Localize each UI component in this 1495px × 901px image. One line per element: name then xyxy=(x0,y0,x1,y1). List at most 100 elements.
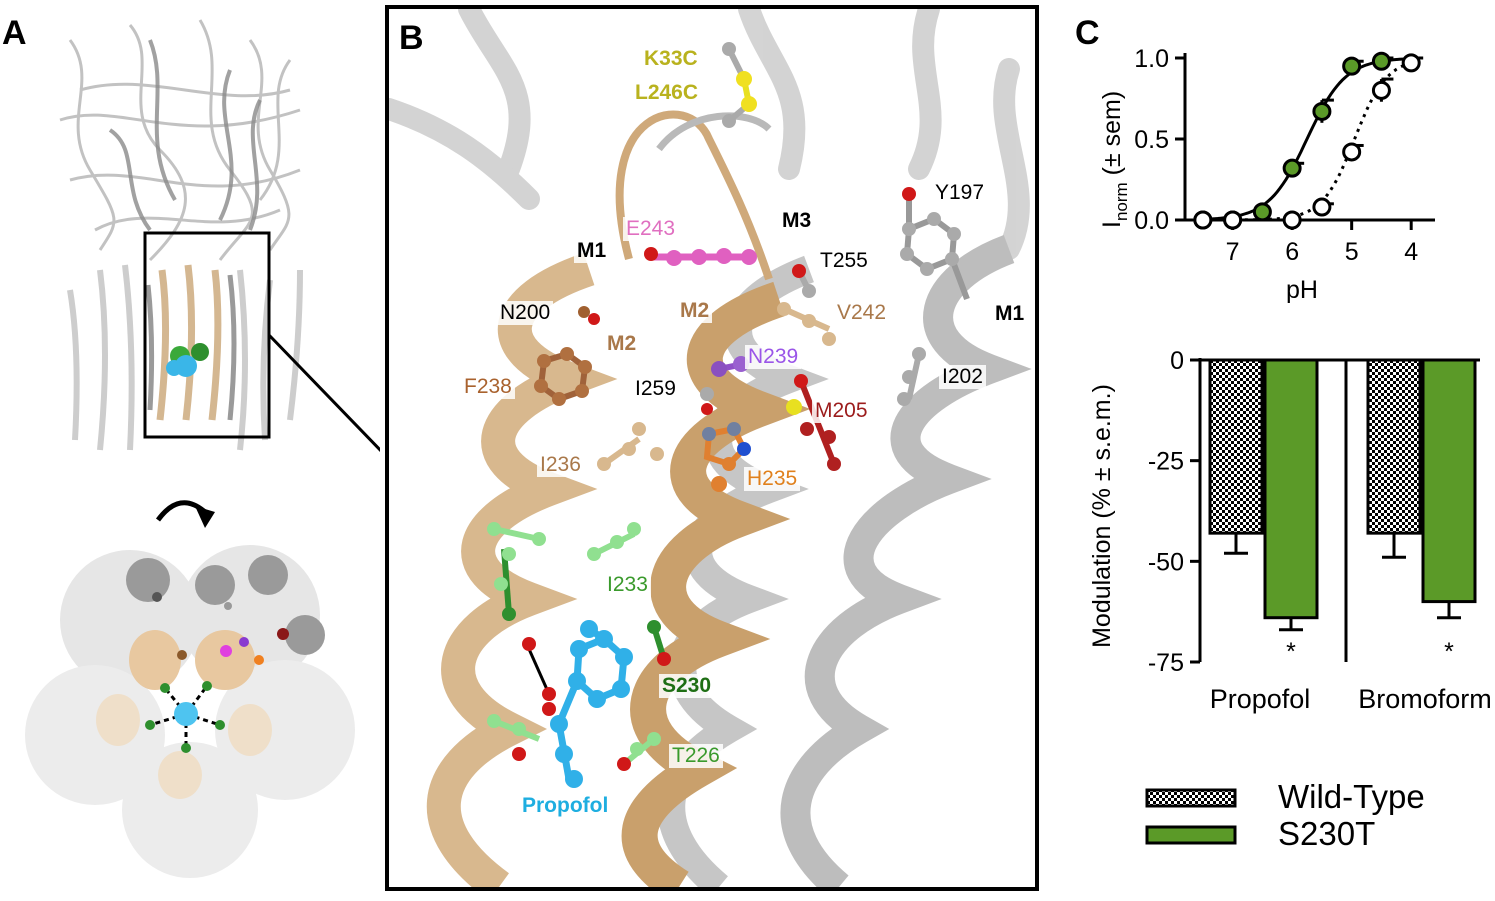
panel-a: A xyxy=(0,0,387,896)
top-chart-x-tick-label: 5 xyxy=(1345,238,1359,266)
residue-v242 xyxy=(777,302,836,346)
legend-label-s230t: S230T xyxy=(1278,815,1375,852)
residue-label-e243: E243 xyxy=(623,217,679,241)
residue-f238 xyxy=(534,347,592,406)
panel-a-letter: A xyxy=(2,14,27,52)
residue-label-i236: I236 xyxy=(537,453,584,477)
top-chart-y-tick-label: 0.5 xyxy=(1134,126,1169,154)
residue-label-m1a: M1 xyxy=(574,239,610,263)
data-point-series-0 xyxy=(1282,158,1302,178)
grey-helices-box xyxy=(145,274,237,421)
top-chart-y-label: Inorm (± sem) xyxy=(1098,91,1131,228)
ligand-green-atom xyxy=(191,343,209,361)
data-point-series-0 xyxy=(1252,202,1272,222)
residue-label-y197: Y197 xyxy=(932,181,988,205)
residue-label-m2a: M2 xyxy=(677,299,713,323)
receptor-transmembrane-domain xyxy=(67,264,303,451)
data-point-series-1 xyxy=(1223,210,1243,230)
bar-wild-type-propofol xyxy=(1208,358,1264,535)
residue-label-m2b: M2 xyxy=(604,332,640,356)
panel-c-letter: C xyxy=(1075,14,1100,52)
residue-i236 xyxy=(597,422,664,471)
residue-label-i233: I233 xyxy=(604,573,651,597)
residue-k33c-l246c xyxy=(722,42,757,128)
grey-loop xyxy=(656,112,772,152)
panel-b-letter: B xyxy=(395,19,428,58)
data-point-series-1 xyxy=(1401,53,1421,73)
residue-t226 xyxy=(617,732,661,771)
tan-helix-top xyxy=(129,630,181,690)
bar-chart-y-tick-label: 0 xyxy=(1170,347,1184,375)
bar-chart-category-label: Propofol xyxy=(1210,684,1311,714)
residue-label-h235: H235 xyxy=(744,467,801,491)
residue-label-m1b: M1 xyxy=(992,302,1028,326)
helix-top xyxy=(126,558,170,602)
grey-helix-m1 xyxy=(780,234,1032,887)
propofol-center xyxy=(174,702,198,726)
helix-top xyxy=(285,615,325,655)
top-chart-x-tick-label: 6 xyxy=(1285,238,1299,266)
rotation-arrow-icon xyxy=(155,500,215,528)
bar-chart-category-label: Bromoform xyxy=(1358,684,1492,714)
helix-top xyxy=(248,555,288,595)
tan-helix-m2 xyxy=(621,281,811,887)
zoom-connector-line xyxy=(267,333,387,457)
legend-swatch-wild-type xyxy=(1145,788,1237,808)
tan-helix-top xyxy=(228,704,272,756)
data-point-series-1 xyxy=(1282,210,1302,230)
hbond-spokes xyxy=(149,685,221,748)
significance-star: * xyxy=(1286,638,1296,666)
bar-chart-y-tick-label: -75 xyxy=(1148,649,1184,677)
residue-n200 xyxy=(578,306,600,325)
grey-ribbons xyxy=(389,9,1030,260)
propofol-molecule xyxy=(542,620,633,788)
bar-wild-type-bromoform xyxy=(1366,358,1422,535)
residue-green-chain-bottom xyxy=(487,714,541,761)
residue-i233 xyxy=(587,522,641,561)
receptor-extracellular-domain xyxy=(59,19,301,262)
residue-green-chain-left xyxy=(487,522,556,701)
residue-label-t226: T226 xyxy=(669,744,723,768)
legend-label-wild-type: Wild-Type xyxy=(1278,778,1425,815)
bar-s230t-bromoform xyxy=(1421,358,1477,604)
data-point-series-0 xyxy=(1371,51,1391,71)
bar-s230t-propofol xyxy=(1263,358,1319,620)
residue-label-k33c: K33C xyxy=(641,47,701,71)
residue-label-s230: S230 xyxy=(659,674,715,698)
data-point-series-0 xyxy=(1342,56,1362,76)
residue-label-v242: V242 xyxy=(834,301,890,325)
legend-swatch-s230t xyxy=(1145,825,1237,845)
receptor-extracellular-domain-dark xyxy=(108,39,262,232)
residue-i259 xyxy=(700,387,714,415)
data-point-series-0 xyxy=(1312,101,1332,121)
residue-s230 xyxy=(647,620,671,666)
receptor-structure-illustration xyxy=(25,19,387,878)
top-chart-x-tick-label: 7 xyxy=(1226,238,1240,266)
subunit-circle xyxy=(215,660,355,800)
residue-label-i259: I259 xyxy=(632,377,679,401)
top-chart-y-tick-label: 0.0 xyxy=(1134,207,1169,235)
tan-helix-top xyxy=(96,694,140,746)
residue-label-t255: T255 xyxy=(817,249,871,273)
bar-chart-y-tick-label: -25 xyxy=(1148,448,1184,476)
significance-star: * xyxy=(1444,638,1454,666)
residue-label-propofol: Propofol xyxy=(519,794,612,818)
pentamer-top-view xyxy=(25,545,355,878)
residue-h235 xyxy=(702,422,751,492)
data-point-series-1 xyxy=(1342,142,1362,162)
residue-label-f238: F238 xyxy=(461,375,515,399)
helix-top xyxy=(195,565,235,605)
tan-loop xyxy=(615,110,773,281)
top-chart-y-tick-label: 1.0 xyxy=(1134,45,1169,73)
residue-label-l246c: L246C xyxy=(632,81,702,105)
top-chart-x-tick-label: 4 xyxy=(1404,238,1418,266)
residue-label-i202: I202 xyxy=(939,365,986,389)
bar-chart-y-label: Modulation (% ± s.e.m.) xyxy=(1088,384,1116,648)
residue-label-m205: M205 xyxy=(812,399,871,423)
tan-helix-top xyxy=(158,751,202,799)
residue-label-n200: N200 xyxy=(497,301,554,325)
residue-y197 xyxy=(900,187,970,301)
bar-chart-y-tick-label: -50 xyxy=(1148,548,1184,576)
